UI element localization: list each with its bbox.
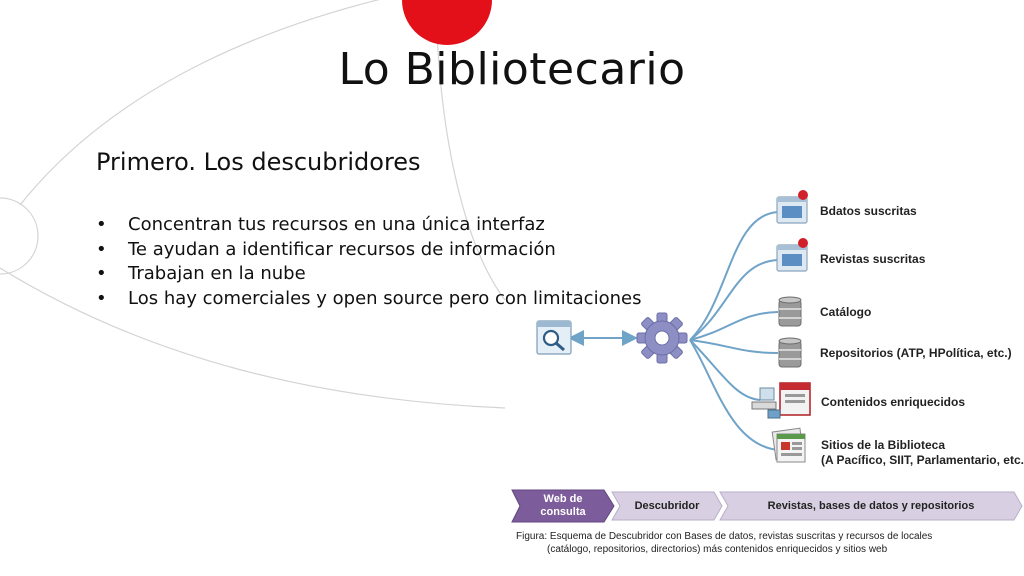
bullet-item: Te ayudan a identificar recursos de info… bbox=[96, 238, 641, 263]
gear-icon bbox=[636, 312, 688, 364]
node-label: Bdatos suscritas bbox=[820, 204, 917, 218]
node-label: Revistas suscritas bbox=[820, 252, 926, 266]
flow-bar bbox=[511, 489, 1023, 523]
flow-step-2-text: Descubridor bbox=[634, 500, 700, 512]
flow-step-1 bbox=[511, 489, 615, 523]
database-icon bbox=[778, 296, 802, 327]
figure-caption: Figura: Esquema de Descubridor con Bases… bbox=[516, 530, 932, 556]
database-icon bbox=[778, 337, 802, 368]
bullet-item: Los hay comerciales y open source pero c… bbox=[96, 287, 641, 312]
node-label: Repositorios (ATP, HPolítica, etc.) bbox=[820, 346, 1012, 360]
web-pages-icon bbox=[771, 427, 806, 463]
window-database-icon bbox=[776, 190, 808, 224]
caption-line1: Figura: Esquema de Descubridor con Bases… bbox=[516, 531, 933, 542]
node-label-line1: Sitios de la Biblioteca bbox=[821, 438, 946, 452]
bullet-item: Concentran tus recursos en una única int… bbox=[96, 213, 641, 238]
flow-step-3 bbox=[719, 491, 1023, 521]
caption-line2: (catálogo, repositorios, directorios) má… bbox=[547, 544, 888, 555]
node-label: Contenidos enriquecidos bbox=[821, 395, 966, 409]
node-label: Catálogo bbox=[820, 305, 872, 319]
bullet-list: Concentran tus recursos en una única int… bbox=[96, 213, 641, 311]
connector-curves bbox=[689, 211, 779, 451]
flow-step-2 bbox=[611, 491, 723, 521]
node-label: Sitios de la Biblioteca (A Pacífico, SII… bbox=[821, 438, 1024, 468]
slide-subtitle: Primero. Los descubridores bbox=[96, 148, 421, 176]
flow-step-1-text: Web de consulta bbox=[520, 493, 606, 519]
flow-step-1-line2: consulta bbox=[540, 506, 586, 518]
bullet-item: Trabajan en la nube bbox=[96, 262, 641, 287]
flow-step-3-text: Revistas, bases de datos y repositorios bbox=[767, 500, 975, 512]
search-window-icon bbox=[536, 320, 572, 355]
node-label-line2: (A Pacífico, SIIT, Parlamentario, etc.) bbox=[821, 453, 1024, 467]
enriched-content-icon bbox=[751, 382, 811, 419]
decorative-circle bbox=[0, 197, 39, 275]
flow-step-1-line1: Web de bbox=[543, 493, 583, 505]
window-journal-icon bbox=[776, 238, 808, 272]
slide-title: Lo Bibliotecario bbox=[338, 44, 686, 95]
red-accent-circle bbox=[402, 0, 492, 45]
